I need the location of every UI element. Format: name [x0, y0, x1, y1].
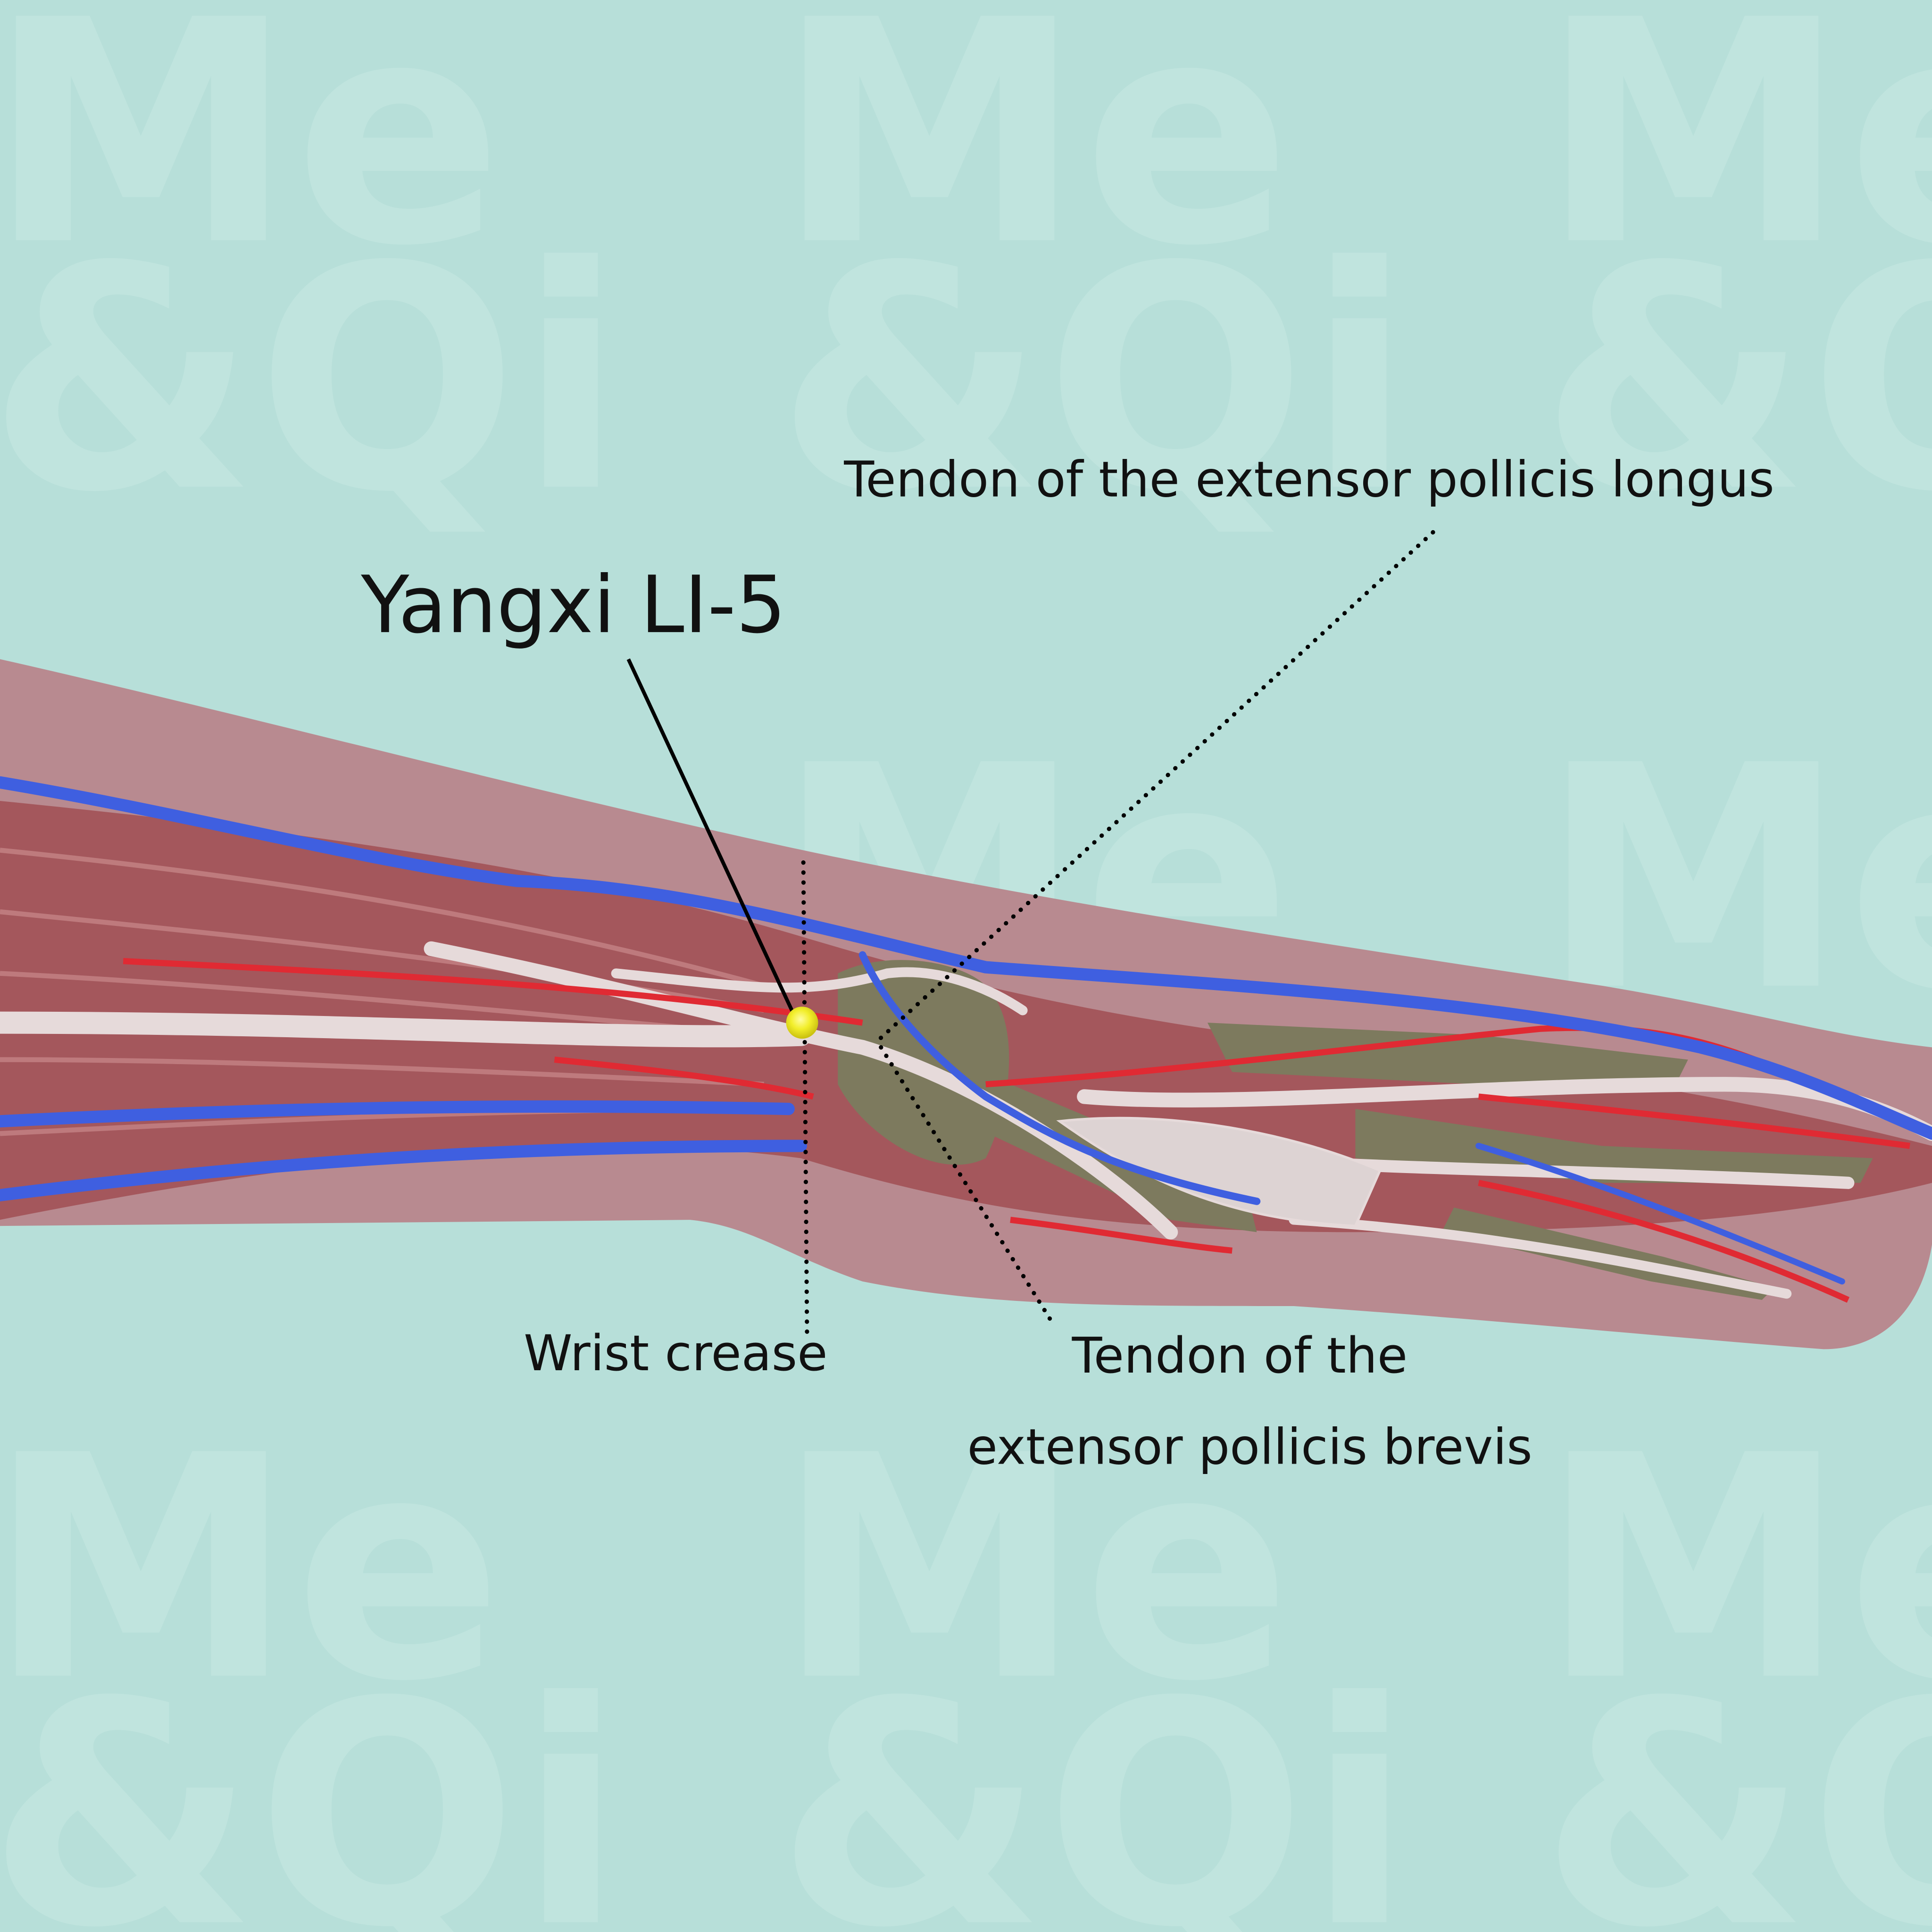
arm [0, 659, 1932, 1349]
watermark-text: &Qi [776, 201, 1413, 560]
watermark-text: &Qi [1540, 1637, 1932, 1932]
labels: Yangxi LI-5 Tendon of the extensor polli… [360, 451, 1774, 1476]
annotation-lines [626, 530, 1435, 1339]
wrist-crease-line [801, 860, 809, 1339]
watermark-text: &Qi [1540, 201, 1932, 560]
watermark-text: &Qi [776, 1637, 1413, 1932]
watermark-text: Me [776, 1391, 1292, 1749]
watermark-text: Me [1540, 1391, 1932, 1749]
label-tendon-brevis-1: Tendon of the [1072, 1327, 1408, 1384]
label-tendon-longus: Tendon of the extensor pollicis longus [843, 451, 1774, 508]
point-leader-line [626, 658, 797, 1017]
watermark-text: Me [776, 0, 1292, 313]
acupoint-marker [786, 1007, 818, 1039]
watermark-text: &Qi [0, 201, 624, 560]
tendons [0, 941, 1932, 1299]
yangxi-point [786, 1007, 818, 1039]
veins [0, 776, 1932, 1285]
watermark-text: Me [1540, 0, 1932, 313]
watermark-text: &Qi [0, 1637, 624, 1932]
label-tendon-brevis-2: extensor pollicis brevis [967, 1418, 1532, 1475]
watermark-text: Me [0, 0, 503, 313]
watermark-text: Me [0, 1391, 503, 1749]
label-wrist-crease: Wrist crease [524, 1324, 827, 1382]
point-title: Yangxi LI-5 [360, 559, 786, 651]
longus-leader-line [875, 530, 1435, 1043]
